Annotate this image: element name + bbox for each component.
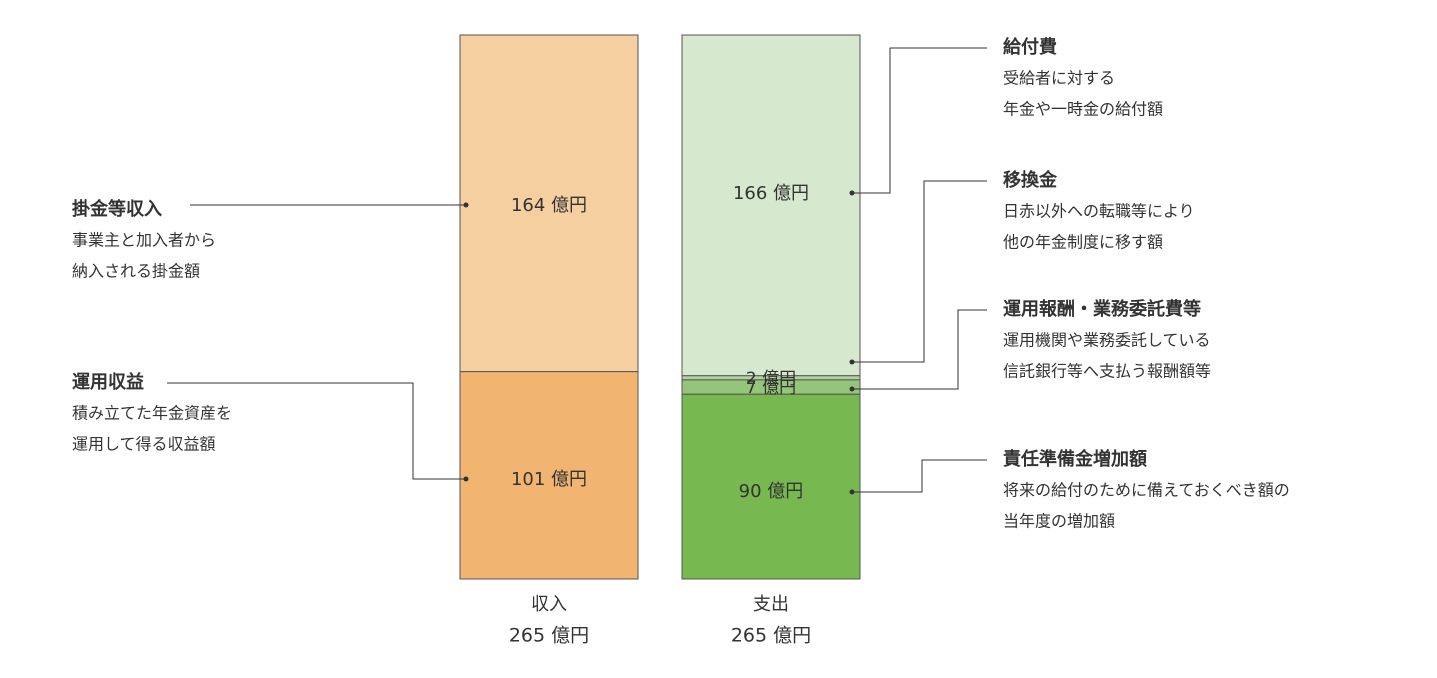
category-label-1: 支出	[753, 594, 789, 615]
bar-segment-0-0	[459, 34, 639, 373]
segment-desc-0-0-1: 納入される掛金額	[72, 262, 200, 281]
leader-dot-1-0	[849, 190, 855, 196]
segment-title-1-2: 運用報酬・業務委託費等	[1003, 298, 1201, 320]
segment-desc-1-3-1: 当年度の増加額	[1003, 512, 1115, 531]
bar-value-label-1-0: 166 億円	[733, 183, 809, 204]
segment-desc-1-2-1: 信託銀行等へ支払う報酬額等	[1003, 362, 1211, 381]
bar-value-label-0-0: 164 億円	[511, 195, 587, 216]
leader-line-1-3	[852, 459, 987, 493]
segment-desc-1-2-0: 運用機関や業務委託している	[1003, 331, 1211, 350]
segment-desc-1-1-0: 日赤以外への転職等により	[1003, 202, 1195, 221]
bar-value-label-0-1: 101 億円	[511, 469, 587, 490]
segment-desc-0-1-0: 積み立てた年金資産を	[72, 404, 232, 423]
bar-value-label-1-2: 7 億円	[746, 378, 796, 398]
bars-layer	[459, 34, 861, 580]
leader-dot-0-1	[463, 476, 469, 482]
leader-dot-1-3	[849, 489, 855, 495]
leader-dot-0-0	[463, 202, 469, 208]
segment-title-0-1: 運用収益	[72, 371, 144, 393]
leader-line-1-2	[852, 309, 987, 390]
segment-desc-0-0-0: 事業主と加入者から	[72, 231, 216, 250]
segment-title-0-0: 掛金等収入	[72, 198, 162, 220]
bar-value-label-1-1: 2 億円	[746, 369, 796, 389]
category-total-1: 265 億円	[731, 625, 811, 647]
segment-title-1-3: 責任準備金増加額	[1003, 448, 1147, 470]
segment-desc-1-0-1: 年金や一時金の給付額	[1003, 100, 1163, 119]
segment-desc-1-1-1: 他の年金制度に移す額	[1003, 233, 1163, 252]
leader-dot-1-1	[849, 359, 855, 365]
leader-lines-layer	[167, 47, 987, 495]
bar-segment-0-1	[459, 371, 639, 580]
leader-line-1-1	[852, 180, 987, 363]
category-label-0: 収入	[531, 594, 567, 615]
segment-desc-1-3-0: 将来の給付のために備えておくべき額の	[1003, 481, 1290, 500]
category-total-0: 265 億円	[509, 625, 589, 647]
segment-desc-1-0-0: 受給者に対する	[1003, 69, 1115, 88]
leader-dot-1-2	[849, 386, 855, 392]
leader-line-1-0	[852, 47, 987, 194]
bar-segment-1-0	[681, 34, 861, 377]
bar-value-label-1-3: 90 億円	[739, 481, 804, 502]
segment-title-1-0: 給付費	[1003, 36, 1057, 58]
segment-title-1-1: 移換金	[1003, 169, 1058, 191]
bar-segment-1-3	[681, 393, 861, 580]
leader-line-0-1	[167, 382, 466, 480]
segment-desc-0-1-1: 運用して得る収益額	[72, 435, 216, 454]
